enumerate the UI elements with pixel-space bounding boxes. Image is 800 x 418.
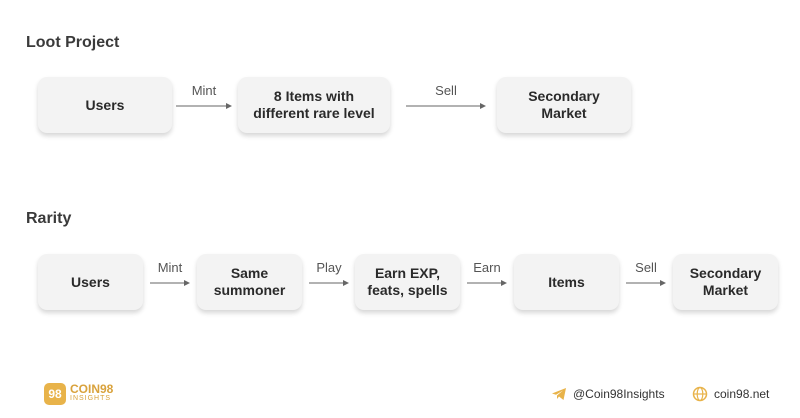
coin98-logo: 98 COIN98 INSIGHTS: [44, 379, 113, 409]
rarity-title: Rarity: [26, 210, 72, 227]
website-link[interactable]: coin98.net: [692, 379, 769, 409]
rarity-edge-sell: Sell: [626, 260, 666, 290]
loot-edge-mint-label: Mint: [191, 83, 217, 98]
rarity-edge-mint: Mint: [150, 260, 190, 290]
loot-node-secondary-market: Secondary Market: [497, 77, 631, 133]
rarity-edge-sell-label: Sell: [635, 260, 657, 275]
telegram-handle[interactable]: @Coin98Insights: [573, 387, 665, 401]
rarity-edge-earn-label: Earn: [473, 260, 501, 275]
globe-icon: [692, 386, 708, 402]
arrow-icon: [467, 280, 507, 286]
website-url[interactable]: coin98.net: [714, 387, 770, 401]
rarity-edge-mint-label: Mint: [157, 260, 183, 275]
rarity-node-summoner: Same summoner: [197, 254, 302, 310]
rarity-node-users: Users: [38, 254, 143, 310]
rarity-edge-play-label: Play: [316, 260, 342, 275]
loot-node-users: Users: [38, 77, 172, 133]
arrow-icon: [176, 103, 232, 109]
loot-edge-sell: Sell: [406, 83, 486, 113]
loot-project-title: Loot Project: [26, 34, 120, 51]
arrow-icon: [406, 103, 486, 109]
rarity-edge-earn: Earn: [467, 260, 507, 290]
coin98-logo-name: COIN98: [70, 382, 114, 396]
coin98-logo-sub: INSIGHTS: [70, 395, 112, 402]
rarity-node-secondary-market: Secondary Market: [673, 254, 778, 310]
arrow-icon: [626, 280, 666, 286]
loot-node-items: 8 Items with different rare level: [238, 77, 390, 133]
rarity-edge-play: Play: [309, 260, 349, 290]
loot-edge-mint: Mint: [176, 83, 232, 113]
arrow-icon: [150, 280, 190, 286]
telegram-link[interactable]: @Coin98Insights: [551, 379, 665, 409]
rarity-node-earn-exp: Earn EXP, feats, spells: [355, 254, 460, 310]
rarity-node-items: Items: [514, 254, 619, 310]
arrow-icon: [309, 280, 349, 286]
telegram-icon: [552, 388, 566, 400]
loot-edge-sell-label: Sell: [435, 83, 457, 98]
coin98-logo-mark: 98: [44, 383, 66, 405]
